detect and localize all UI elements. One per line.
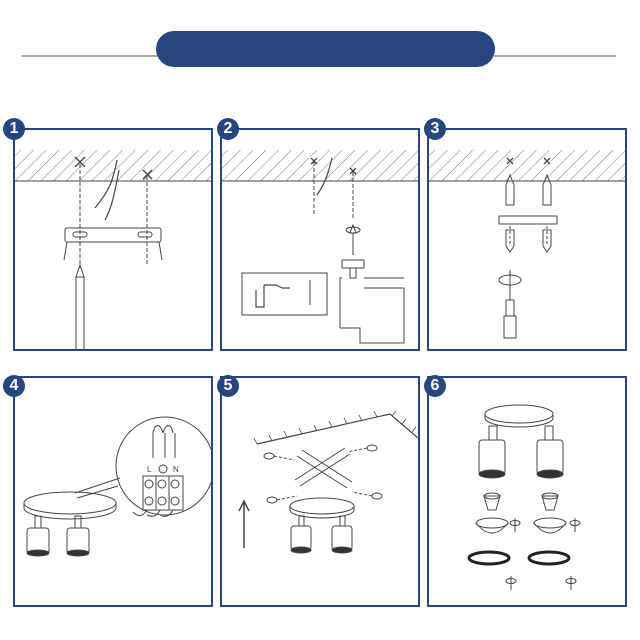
- step-3-panel: [427, 128, 627, 351]
- step-2-panel: [220, 128, 420, 351]
- step-1-illustration: [15, 150, 211, 349]
- step-1-badge: 1: [3, 118, 25, 140]
- step-2-badge: 2: [217, 118, 239, 140]
- step-4-badge: 4: [3, 375, 25, 397]
- step-4-panel: L N: [13, 376, 213, 607]
- terminal-label-neutral: N: [173, 465, 179, 474]
- step-2-illustration: [222, 150, 418, 344]
- step-5-badge: 5: [217, 375, 239, 397]
- step-1-panel: [13, 128, 213, 351]
- step-5-illustration: [238, 410, 418, 554]
- step-3-illustration: [429, 150, 625, 339]
- terminal-label-live: L: [147, 465, 152, 474]
- step-6-illustration: [467, 404, 581, 590]
- step-4-illustration: L N: [23, 416, 211, 557]
- step-6-badge: 6: [424, 375, 446, 397]
- header-rule-right: [494, 55, 616, 57]
- step-5-panel: [220, 376, 420, 607]
- header-banner: [156, 31, 495, 67]
- step-3-badge: 3: [424, 118, 446, 140]
- step-6-panel: [427, 376, 627, 607]
- header-rule-left: [22, 55, 158, 57]
